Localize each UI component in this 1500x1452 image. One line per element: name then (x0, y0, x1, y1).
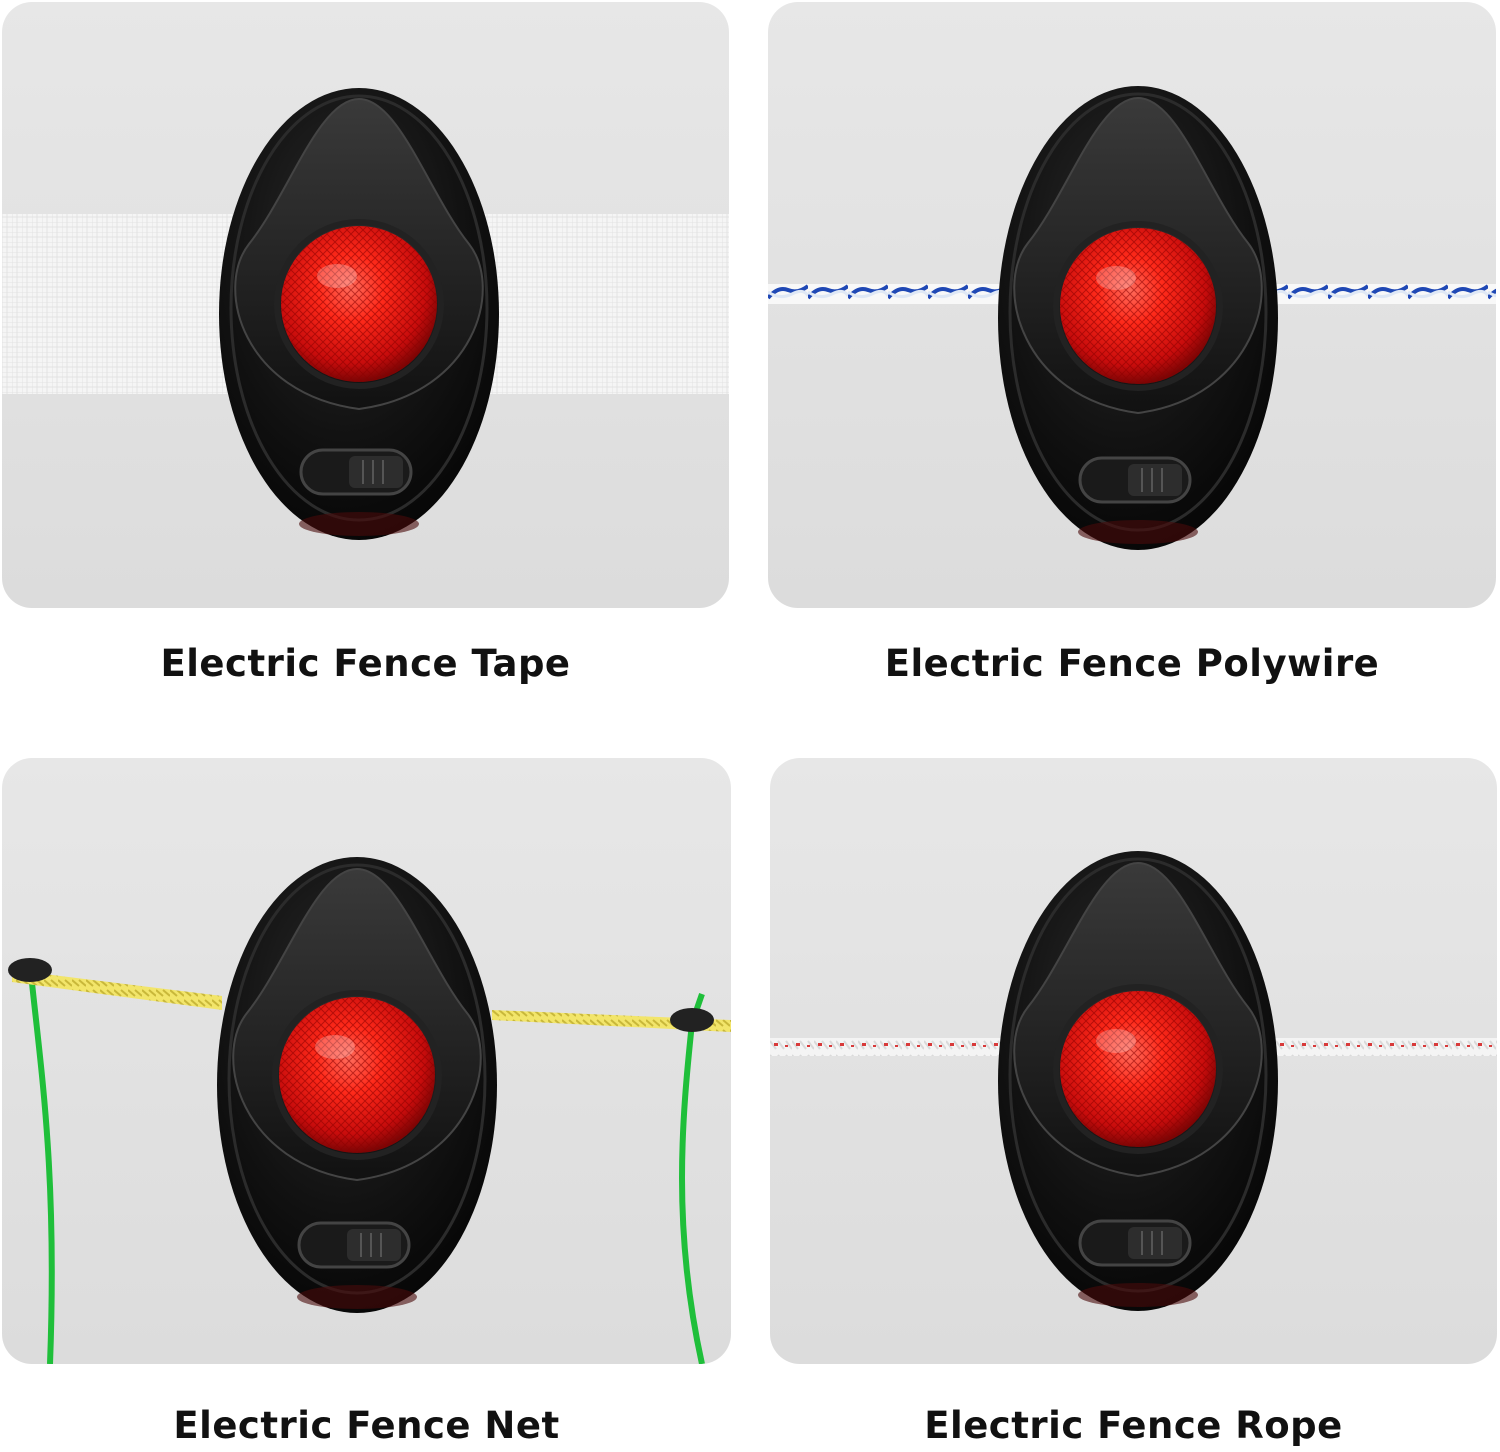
fence-lamp (998, 851, 1278, 1311)
caption-net: Electric Fence Net (173, 1404, 560, 1447)
product-image-net (2, 758, 731, 1364)
net-green-strand-right (679, 1022, 705, 1364)
rope-scene (770, 851, 1497, 1311)
net-scene (8, 857, 731, 1364)
net-knot-left (8, 958, 52, 982)
product-image-rope (770, 758, 1497, 1364)
fence-lamp (217, 857, 497, 1313)
product-image-tape (2, 2, 729, 608)
fence-lamp (998, 86, 1278, 550)
polywire-scene (768, 86, 1496, 550)
net-yellow-strand (12, 970, 222, 1010)
caption-polywire: Electric Fence Polywire (884, 642, 1380, 685)
net-green-strand-left (29, 982, 55, 1364)
fence-lamp (219, 88, 499, 540)
tape-scene (2, 88, 729, 540)
caption-tape: Electric Fence Tape (160, 642, 571, 685)
caption-rope: Electric Fence Rope (924, 1404, 1343, 1447)
net-knot-right (670, 1008, 714, 1032)
product-image-polywire (768, 2, 1496, 608)
